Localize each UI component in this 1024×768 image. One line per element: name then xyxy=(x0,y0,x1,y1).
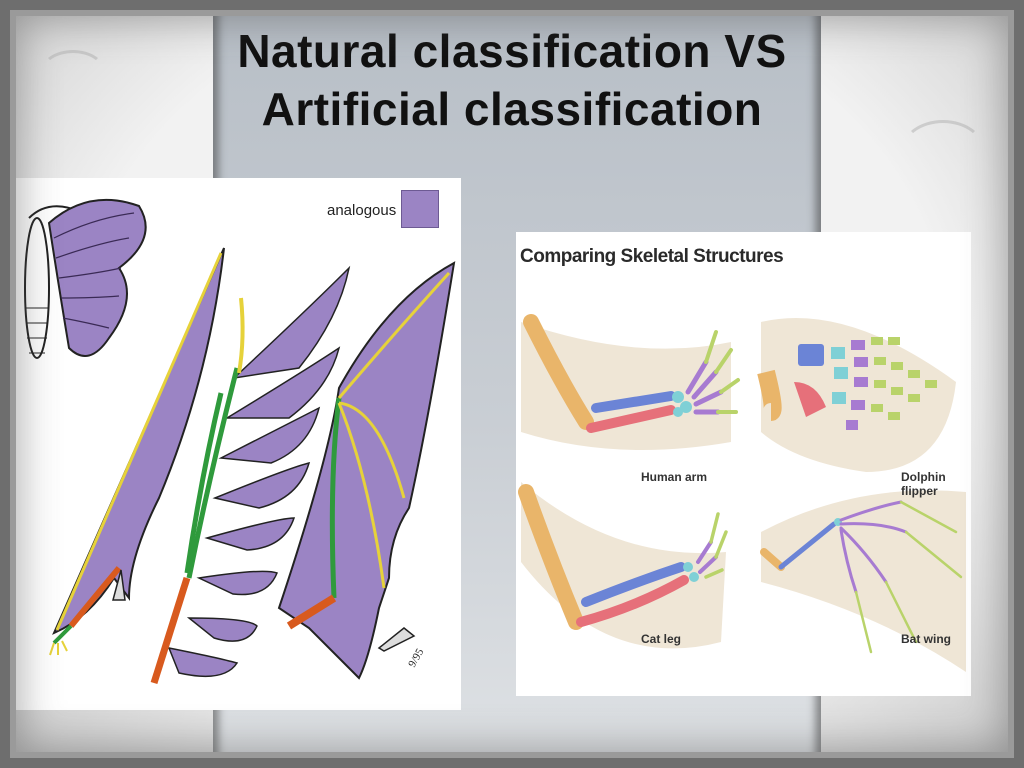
legend-label: analogous = xyxy=(327,202,410,219)
analogous-wings-figure: analogous = xyxy=(9,178,461,710)
title-line-1: Natural classification VS xyxy=(237,25,787,77)
caption-bat-wing: Bat wing xyxy=(901,632,951,646)
bat-wing-bones xyxy=(760,500,963,654)
legend-swatch xyxy=(401,190,439,228)
limb-silhouettes xyxy=(521,318,966,672)
slide-title: Natural classification VS Artificial cla… xyxy=(0,22,1024,138)
wings-illustration: 9/95 xyxy=(24,198,456,685)
title-line-2: Artificial classification xyxy=(261,83,763,135)
dolphin-flipper-bones xyxy=(757,337,937,430)
caption-dolphin-flipper: Dolphin flipper xyxy=(901,470,946,498)
skeletal-illustration xyxy=(518,314,966,672)
skeletal-structures-figure: Comparing Skeletal Structures xyxy=(516,232,971,696)
skeletal-heading: Comparing Skeletal Structures xyxy=(520,246,784,267)
insect xyxy=(24,198,147,359)
human-arm-bones xyxy=(523,314,740,433)
artist-signature: 9/95 xyxy=(406,646,426,669)
bird-wing xyxy=(150,265,351,685)
caption-cat-leg: Cat leg xyxy=(641,632,682,646)
decor-swirl-left xyxy=(40,50,106,96)
decor-swirl-right xyxy=(900,120,986,186)
cat-leg-bones xyxy=(518,484,728,630)
pterosaur-wing xyxy=(49,247,225,656)
caption-human-arm: Human arm xyxy=(641,470,708,484)
